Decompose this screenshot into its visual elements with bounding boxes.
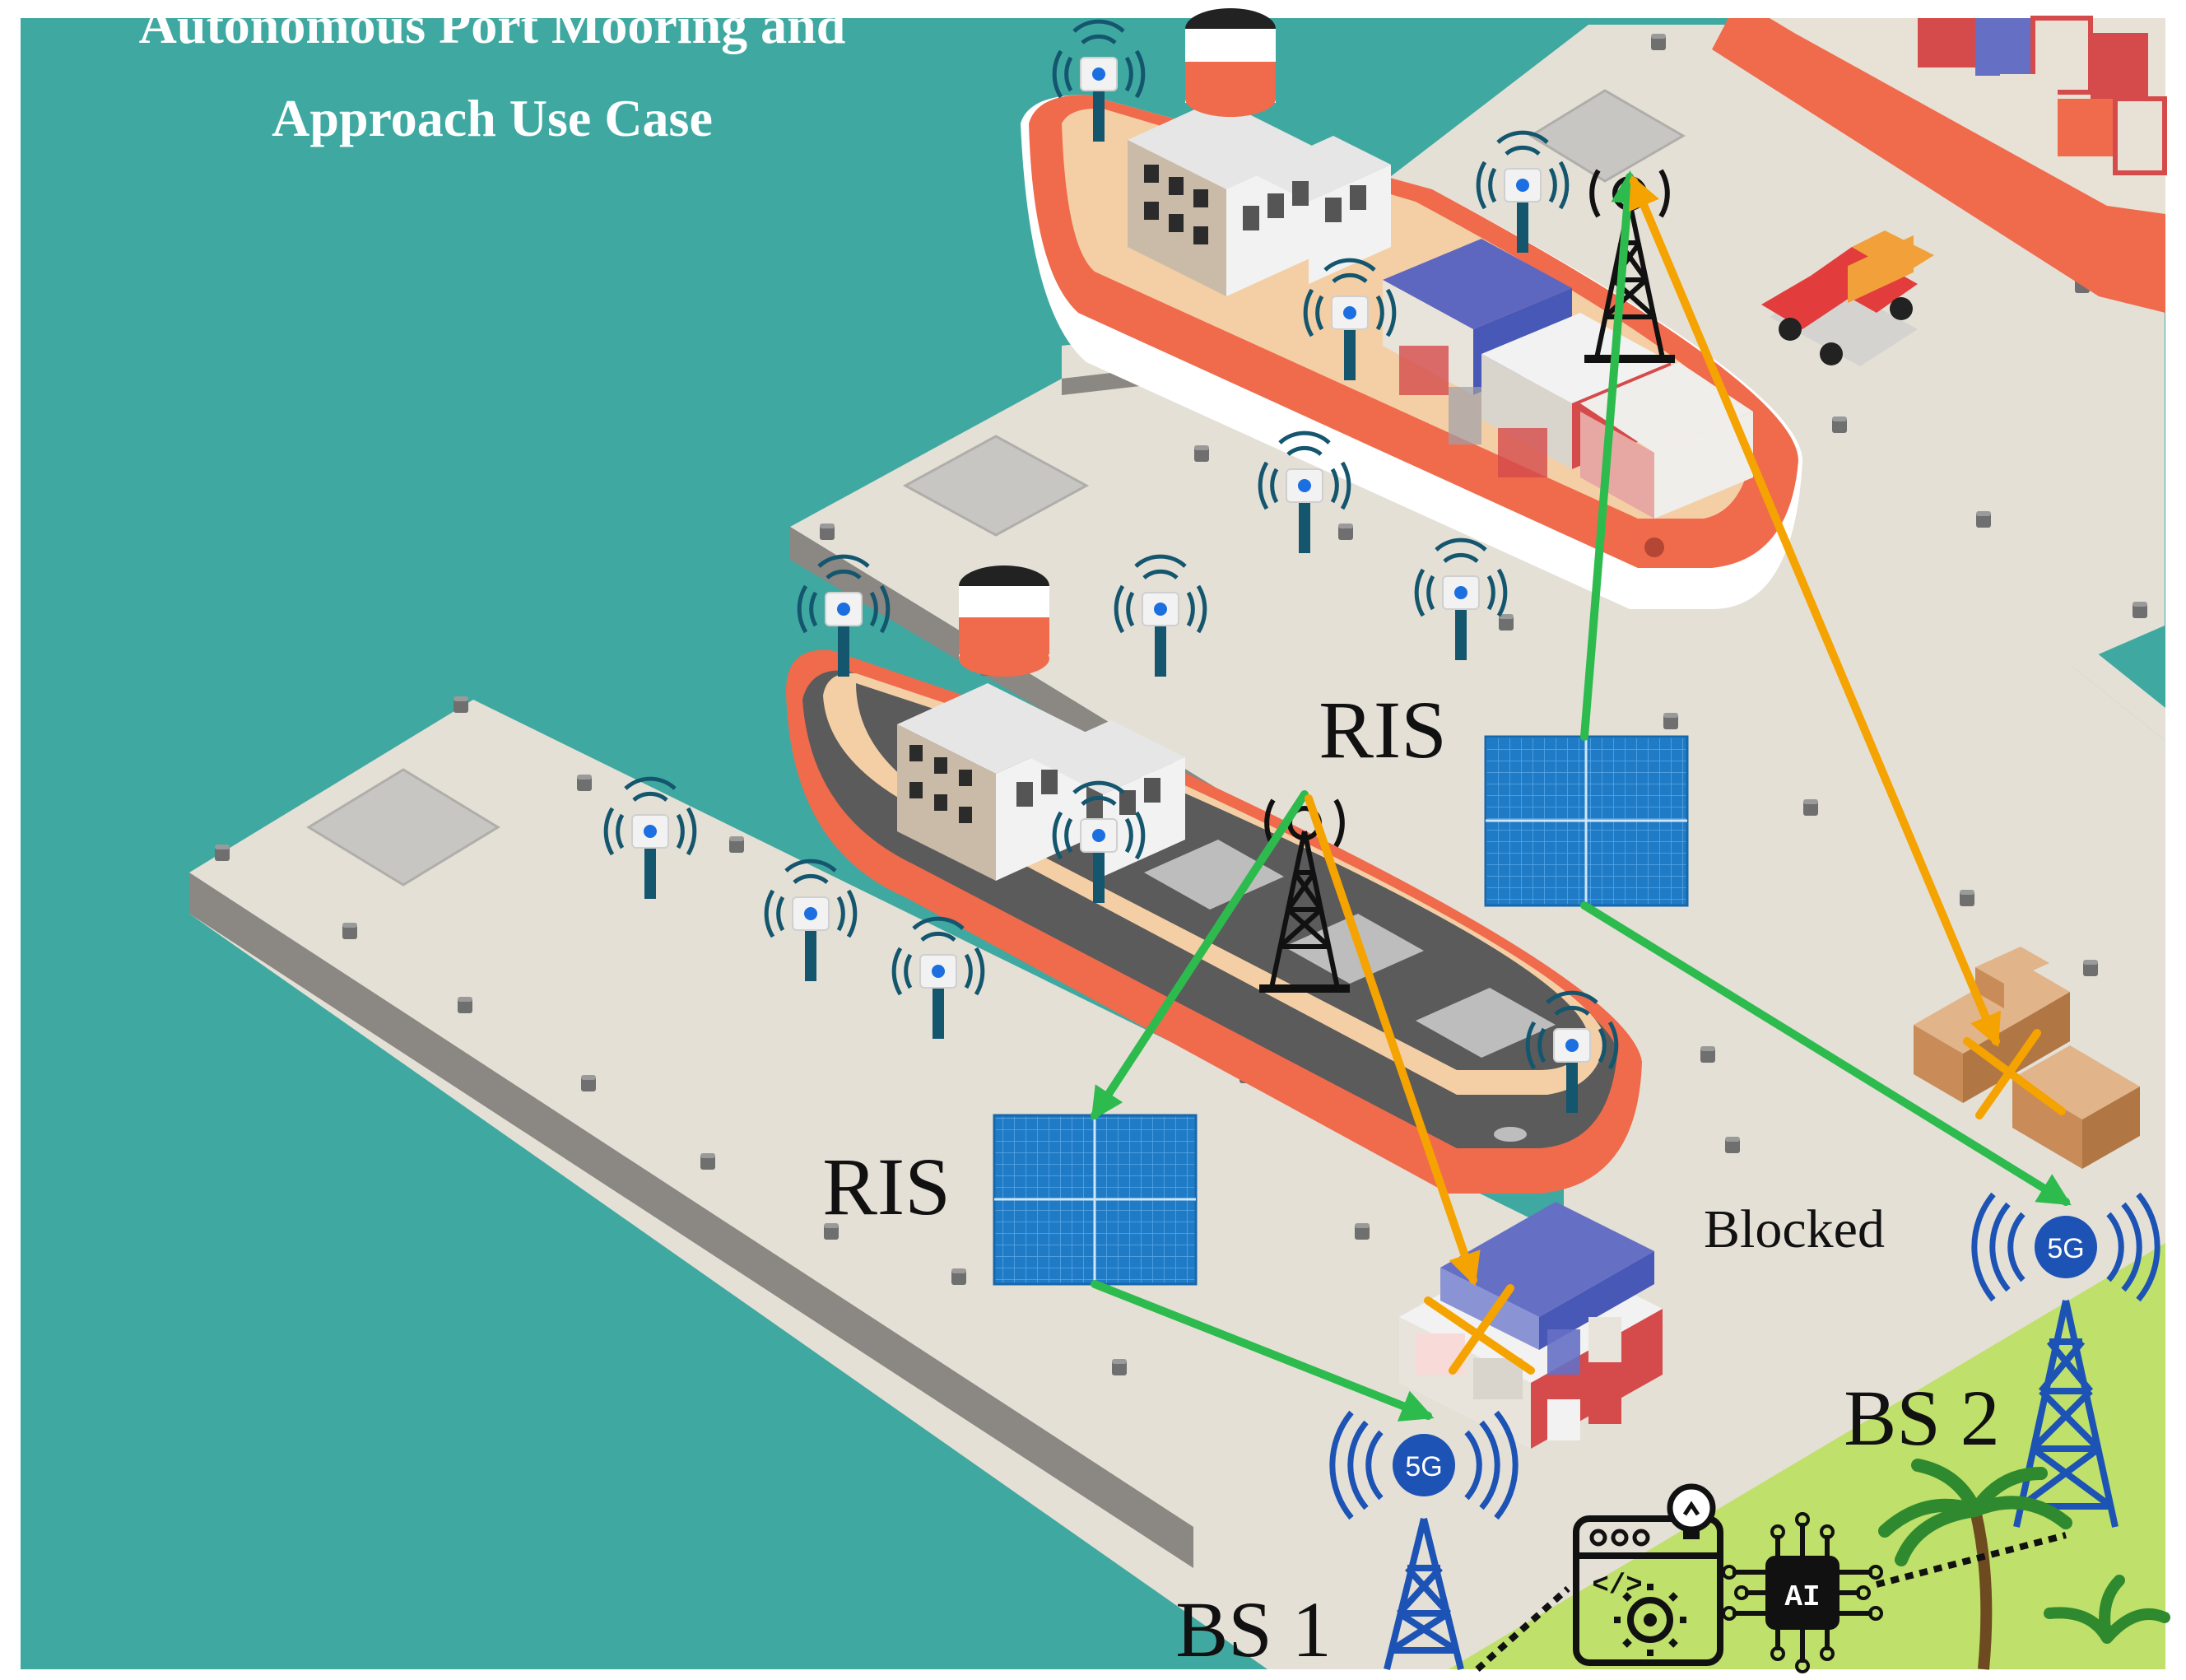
5g-tower-icon: 5G xyxy=(1329,1410,1519,1670)
container-stack-icon xyxy=(1399,1202,1663,1449)
code-gear-icon: </> xyxy=(1573,1483,1723,1666)
blocked-label: Blocked xyxy=(1704,1199,1885,1259)
green-link-lower-antenna-to-ris xyxy=(1091,790,1309,1121)
ris-panel-upper xyxy=(1484,735,1689,907)
title-line-1: Autonomous Port Mooring and xyxy=(139,0,846,54)
lower-ship xyxy=(786,565,1642,1194)
ris-label-lower: RIS xyxy=(822,1141,951,1232)
bs2-label: BS 2 xyxy=(1844,1374,1999,1462)
green-link-ris-to-upper-antenna xyxy=(1580,170,1644,741)
top-right-ship xyxy=(1712,16,2167,313)
signal-links xyxy=(1091,170,2072,1422)
code-symbol: </> xyxy=(1592,1571,1642,1602)
green-link-ris-to-bs2 xyxy=(1580,901,2072,1206)
ris-label-upper: RIS xyxy=(1319,684,1447,775)
pier-hatches xyxy=(306,89,1686,887)
green-link-ris-to-bs1 xyxy=(1091,1280,1435,1422)
orange-link-lower-antenna-to-blocked xyxy=(1305,794,1481,1287)
title-line-2: Approach Use Case xyxy=(272,89,713,147)
orange-link-upper-antenna-to-blocked xyxy=(1628,175,2002,1048)
tower-5g-label-2: 5G xyxy=(2047,1233,2084,1264)
5g-tower-icon: 5G xyxy=(1971,1192,2160,1528)
blocked-cross-marks xyxy=(1424,1029,2066,1375)
ris-panel-lower xyxy=(993,1114,1198,1286)
backhaul-links xyxy=(1475,1532,2067,1672)
bs1-label: BS 1 xyxy=(1175,1585,1331,1673)
ai-chip-label: AI xyxy=(1784,1580,1820,1614)
tower-5g-label-1: 5G xyxy=(1405,1451,1442,1482)
palm-tree-icon xyxy=(1878,1459,2170,1670)
ai-chip-icon: AI xyxy=(1722,1512,1883,1673)
